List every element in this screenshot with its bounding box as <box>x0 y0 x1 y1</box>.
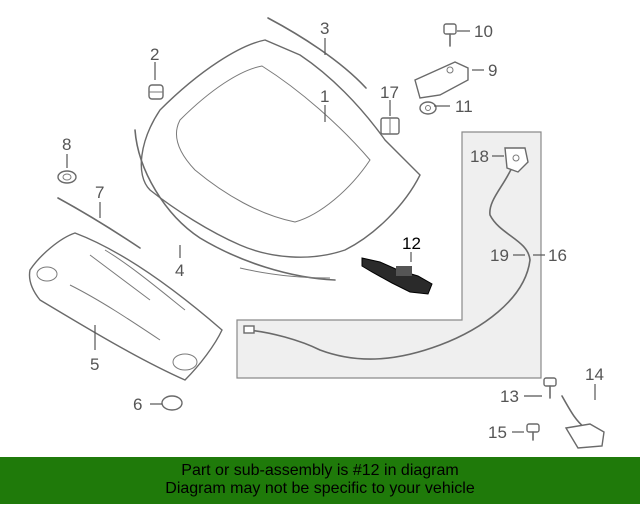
callout-8: 8 <box>62 135 71 154</box>
hood-insulator-pad <box>28 232 223 381</box>
bumper-stop-part <box>148 84 164 100</box>
hood-hinge-part <box>414 61 469 99</box>
cable-14-part <box>561 395 605 449</box>
callout-7: 7 <box>95 183 104 202</box>
callout-6: 6 <box>133 395 142 414</box>
clip-17-part <box>380 117 400 135</box>
callout-2: 2 <box>150 45 159 64</box>
callout-4: 4 <box>175 261 184 280</box>
grommet-part <box>57 170 77 184</box>
callout-17: 17 <box>380 83 399 102</box>
callout-19: 19 <box>490 246 509 265</box>
hood-seal-strip-inner <box>239 267 331 279</box>
bolt-13-part <box>543 377 557 399</box>
callout-16: 16 <box>548 246 567 265</box>
leader-lines <box>66 30 596 433</box>
callout-18: 18 <box>470 147 489 166</box>
fitment-notice-banner: Part or sub-assembly is #12 in diagram D… <box>0 457 640 504</box>
callout-11: 11 <box>455 97 473 116</box>
banner-line-1: Part or sub-assembly is #12 in diagram <box>181 462 459 479</box>
release-cable <box>247 164 531 360</box>
callout-3: 3 <box>320 19 329 38</box>
callout-5: 5 <box>90 355 99 374</box>
release-handle-part-12 <box>361 257 433 295</box>
nut-11-part <box>419 101 437 115</box>
callout-1: 1 <box>320 87 329 106</box>
plug-part <box>161 395 183 411</box>
callout-10: 10 <box>474 22 493 41</box>
hood-parts-diagram: 1 2 3 4 5 6 7 8 9 10 11 12 13 14 15 16 1… <box>28 17 605 449</box>
hood-panel <box>140 39 421 258</box>
cable-end <box>243 325 255 334</box>
hood-weatherstrip <box>267 17 367 89</box>
bolt-10-part <box>443 23 457 47</box>
callout-12: 12 <box>402 234 421 253</box>
hood-latch-part <box>504 147 529 173</box>
bolt-15-part <box>526 423 540 441</box>
callout-14: 14 <box>585 365 604 384</box>
hood-seal-strip <box>134 129 336 281</box>
insulator-strip <box>57 197 141 249</box>
callout-13: 13 <box>500 387 519 406</box>
banner-line-2: Diagram may not be specific to your vehi… <box>165 480 475 497</box>
callout-9: 9 <box>488 61 497 80</box>
callout-15: 15 <box>488 423 507 442</box>
cable-assembly-panel <box>236 131 542 379</box>
